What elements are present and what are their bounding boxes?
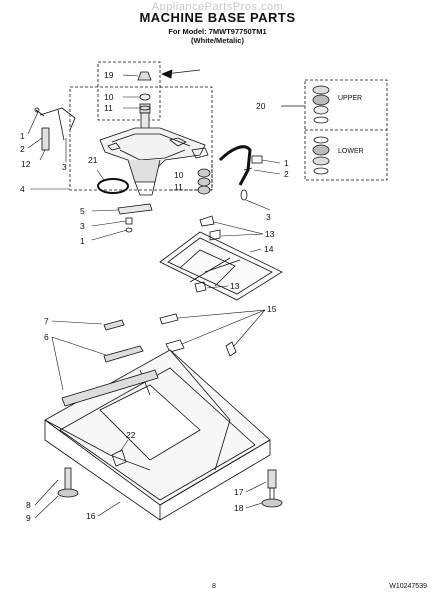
callout-10-seal: 10 [174,170,184,180]
callout-14: 14 [264,244,274,254]
right-damper-bracket [218,145,263,201]
model-info: For Model: 7MWT97750TM1 (White/Metalic) [0,27,435,45]
callout-7: 7 [44,316,49,326]
upper-parts [312,85,330,124]
top-frame [159,231,283,301]
callout-12: 12 [21,159,31,169]
callout-4: 4 [20,184,25,194]
drive-hub-parts [137,71,152,114]
callout-1-center: 1 [80,236,85,246]
callout-3-center: 3 [80,221,85,231]
callout-13-lower: 13 [230,281,240,291]
callout-22: 22 [126,430,136,440]
callout-9: 9 [26,513,31,523]
drive-hub-dashed-box [97,61,161,121]
leader-lines [27,74,281,519]
callout-1-right: 1 [284,158,289,168]
callout-6: 6 [44,332,49,342]
base-frame [44,349,271,521]
callout-5: 5 [80,206,85,216]
seal-stack [197,168,211,195]
callout-19: 19 [104,70,114,80]
callout-15: 15 [267,304,277,314]
gearcase-assembly [99,112,209,196]
callout-11-hub: 11 [104,103,113,113]
callout-1-left: 1 [20,131,25,141]
callout-21: 21 [88,155,98,165]
clip-13 [199,215,215,227]
callout-3-left: 3 [62,162,67,172]
callout-20: 20 [256,101,266,111]
color-line: (White/Metalic) [191,36,244,45]
left-damper-bracket [34,107,76,151]
page-number: 8 [212,583,216,590]
lower-parts [312,136,330,175]
callout-11-seal: 11 [174,182,183,192]
callout-2-right: 2 [284,169,289,179]
drive-belt [97,178,129,194]
callout-8: 8 [26,500,31,510]
upper-label: UPPER [338,95,362,102]
diagram-title: MACHINE BASE PARTS [139,10,296,25]
right-foot [261,469,283,508]
callout-2-left: 2 [20,144,25,154]
model-line: For Model: 7MWT97750TM1 [168,27,267,36]
watermark: AppliancePartsPros.com [151,1,284,13]
callout-17: 17 [234,487,244,497]
clip-22 [111,449,127,467]
gearcase-fasteners [117,203,153,233]
callout-3-right: 3 [266,212,271,222]
bracket-7 [103,319,125,331]
callout-18: 18 [234,503,244,513]
document-number: W10247539 [389,583,427,590]
lower-label: LOWER [338,148,364,155]
callout-labels: 19 10 11 20 UPPER LOWER 1 2 12 3 21 4 1 … [20,70,364,523]
hub-arrow [160,69,173,79]
clip-15 [159,313,179,325]
callout-13-top: 13 [265,229,275,239]
left-foot [57,467,79,498]
callout-16: 16 [86,511,96,521]
bracket-6 [103,345,144,363]
callout-10-hub: 10 [104,92,114,102]
